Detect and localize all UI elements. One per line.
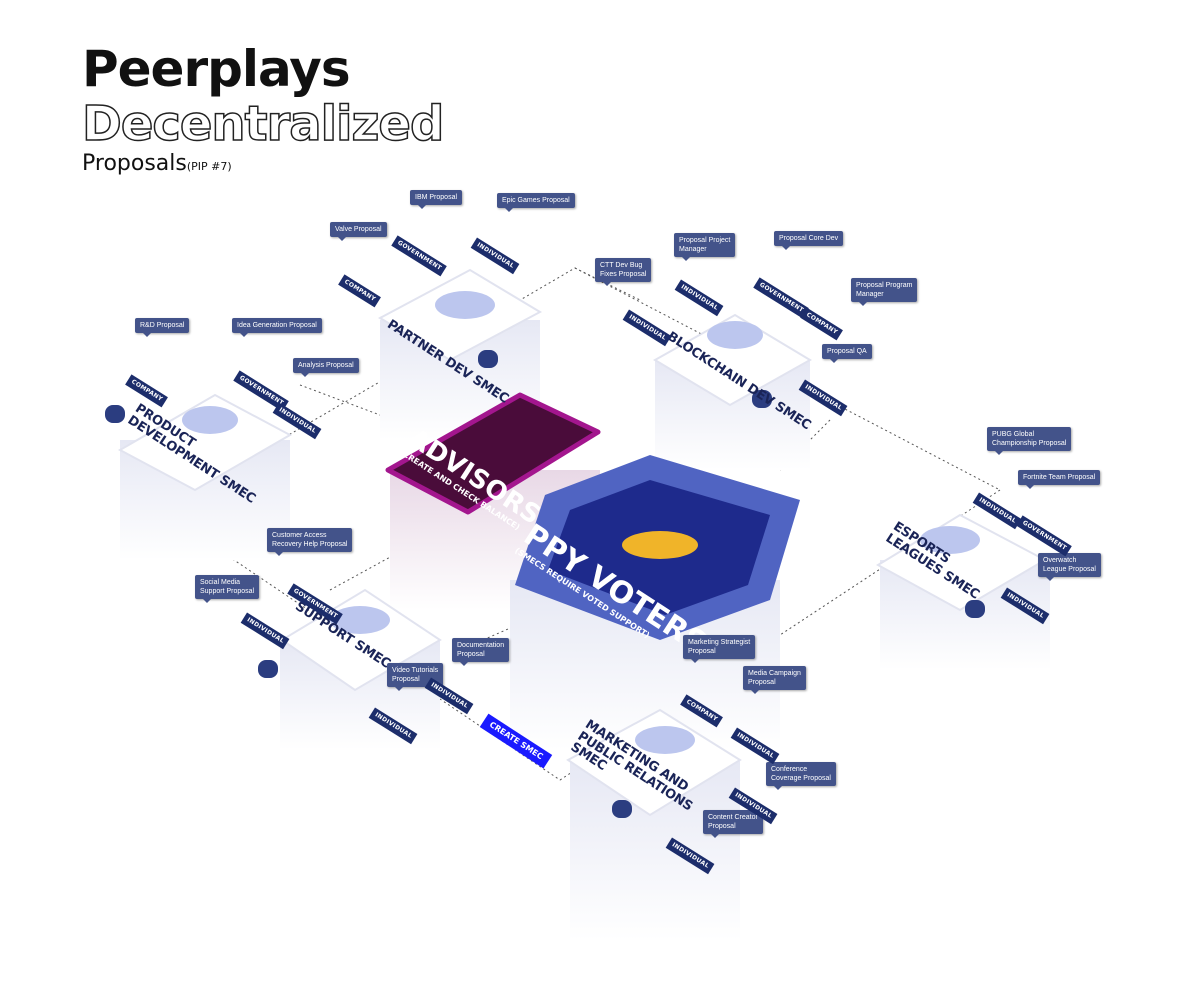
title-note: (PIP #7) (186, 160, 232, 173)
proposal-callout[interactable]: Documentation Proposal (452, 638, 510, 666)
title-proposals: Proposals(PIP #7) (82, 153, 232, 175)
proposal-callout[interactable]: Fortnite Team Proposal (1018, 470, 1101, 489)
proposal-callout[interactable]: Customer Access Recovery Help Proposal (267, 528, 353, 556)
proposal-callout[interactable]: Idea Generation Proposal (232, 318, 322, 337)
title-peerplays: Peerplays (82, 40, 351, 98)
proposal-callout[interactable]: Conference Coverage Proposal (766, 762, 836, 790)
proposal-callout[interactable]: Content Creator Proposal (703, 810, 763, 838)
coin-pile (622, 531, 698, 559)
proposal-callout[interactable]: PUBG Global Championship Proposal (987, 427, 1072, 455)
coin-stacks (105, 350, 985, 818)
proposal-callout[interactable]: Proposal Core Dev (774, 231, 844, 250)
title-decentralized: Decentralized (81, 96, 445, 152)
proposal-callout[interactable]: Marketing Strategist Proposal (683, 635, 756, 663)
advisors-platform (385, 392, 601, 515)
meeting-tables (182, 291, 980, 754)
proposal-callout[interactable]: Proposal Program Manager (851, 278, 918, 306)
proposal-callout[interactable]: Proposal QA (822, 344, 872, 363)
proposal-callout[interactable]: Epic Games Proposal (497, 193, 575, 212)
proposal-callout[interactable]: Proposal Project Manager (674, 233, 736, 261)
proposal-callout[interactable]: R&D Proposal (135, 318, 190, 337)
proposal-callout[interactable]: Social Media Support Proposal (195, 575, 260, 603)
proposal-callout[interactable]: Media Campaign Proposal (743, 666, 806, 694)
proposal-callout[interactable]: Overwatch League Proposal (1038, 553, 1101, 581)
proposal-callout[interactable]: Analysis Proposal (293, 358, 359, 377)
proposal-callout[interactable]: CTT Dev Bug Fixes Proposal (595, 258, 652, 286)
proposal-callout[interactable]: IBM Proposal (410, 190, 463, 209)
proposal-callout[interactable]: Valve Proposal (330, 222, 387, 241)
title-proposals-text: Proposals (82, 151, 187, 176)
